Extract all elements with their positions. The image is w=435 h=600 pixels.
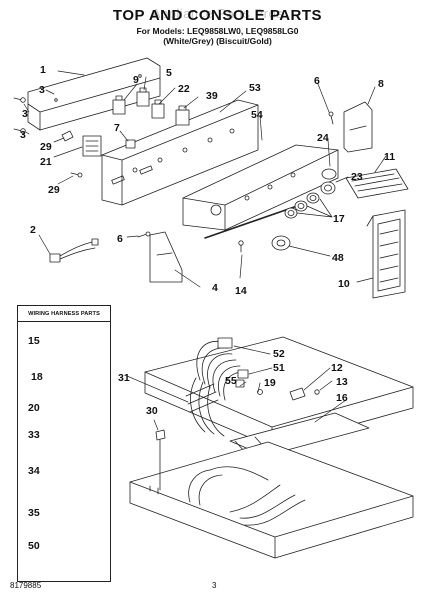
callout-13: 13 (336, 376, 348, 388)
callout-labels: 1 3 3 3 29 21 29 2 9 5 7 22 39 53 54 6 8… (20, 64, 395, 417)
callout-14: 14 (235, 285, 247, 297)
callout-29-upper: 29 (40, 141, 52, 153)
console-back-panel-53 (101, 99, 259, 206)
leader-lines (23, 70, 387, 431)
page-title-block: Appliance Parts Pros TOP AND CONSOLE PAR… (0, 6, 435, 24)
callout-17: 17 (333, 213, 345, 225)
screw-14 (238, 240, 244, 253)
callout-8: 8 (378, 78, 384, 90)
screw-6-lower (137, 231, 151, 238)
callout-3-left-lower: 3 (20, 129, 26, 141)
document-number: 8179885 (10, 581, 42, 590)
part-30-clip (149, 429, 166, 495)
callout-21: 21 (40, 156, 52, 168)
callout-3-left: 3 (22, 108, 28, 120)
model-colors-line: (White/Grey) (Biscuit/Gold) (163, 36, 272, 46)
end-cap-8 (343, 101, 373, 153)
wiring-harness-legend: WIRING HARNESS PARTS (17, 305, 111, 582)
model-info: For Models: LEQ9858LW0, LEQ9858LG0 (Whit… (0, 26, 435, 46)
callout-22: 22 (178, 83, 190, 95)
part-13-screw (314, 389, 320, 395)
callout-3-top: 3 (39, 84, 45, 96)
rear-bracket-1 (27, 57, 161, 131)
screw-3-bottom (13, 128, 26, 134)
lint-cover-11 (345, 168, 409, 199)
knob-48 (271, 235, 291, 251)
page-number: 3 (212, 581, 217, 590)
callout-19: 19 (264, 377, 276, 389)
callout-1: 1 (40, 64, 46, 76)
callout-24: 24 (317, 132, 329, 144)
callout-52: 52 (273, 348, 285, 360)
callout-55: 55 (225, 375, 237, 387)
callout-11: 11 (384, 151, 395, 163)
callout-53: 53 (249, 82, 261, 94)
switch-9 (112, 95, 126, 115)
callout-51: 51 (273, 362, 285, 374)
callout-12: 12 (331, 362, 343, 374)
callout-2: 2 (30, 224, 36, 236)
end-cap-4 (149, 231, 183, 283)
callout-6-upper: 6 (314, 75, 320, 87)
callout-30: 30 (146, 405, 158, 417)
callout-10: 10 (338, 278, 350, 290)
page-title: TOP AND CONSOLE PARTS (112, 7, 323, 24)
screw-6-upper (328, 111, 334, 125)
small-block-7 (125, 139, 136, 149)
wiring-harness-main (185, 337, 306, 526)
callout-29-lower: 29 (48, 184, 60, 196)
switch-22 (151, 99, 165, 119)
cabinet-top-base (129, 441, 414, 559)
console-54 (182, 144, 339, 239)
callout-6-lower: 6 (117, 233, 123, 245)
callout-5: 5 (166, 67, 172, 79)
lint-screen-10 (366, 209, 406, 299)
callout-31: 31 (118, 372, 130, 384)
callout-23: 23 (351, 171, 363, 183)
switch-39 (175, 105, 190, 126)
screw-29-lower (70, 172, 83, 178)
clip-29-upper (61, 130, 74, 142)
watermark-text: Appliance Parts Pros (151, 6, 284, 21)
lens-24 (321, 168, 337, 180)
screw-3-top (13, 97, 26, 103)
switch-5 (136, 87, 150, 107)
callout-54: 54 (251, 109, 263, 121)
timer-21 (82, 135, 102, 157)
callout-48: 48 (332, 252, 344, 264)
callout-7: 7 (114, 122, 120, 134)
callout-9: 9 (133, 74, 139, 86)
legend-title: WIRING HARNESS PARTS (28, 311, 100, 317)
callout-16: 16 (336, 392, 348, 404)
harness-2 (49, 238, 99, 263)
part-12-clip (289, 387, 306, 401)
legend-divider (18, 321, 110, 322)
callout-4: 4 (212, 282, 218, 294)
for-models-line: For Models: LEQ9858LW0, LEQ9858LG0 (136, 26, 299, 36)
callout-39: 39 (206, 90, 218, 102)
